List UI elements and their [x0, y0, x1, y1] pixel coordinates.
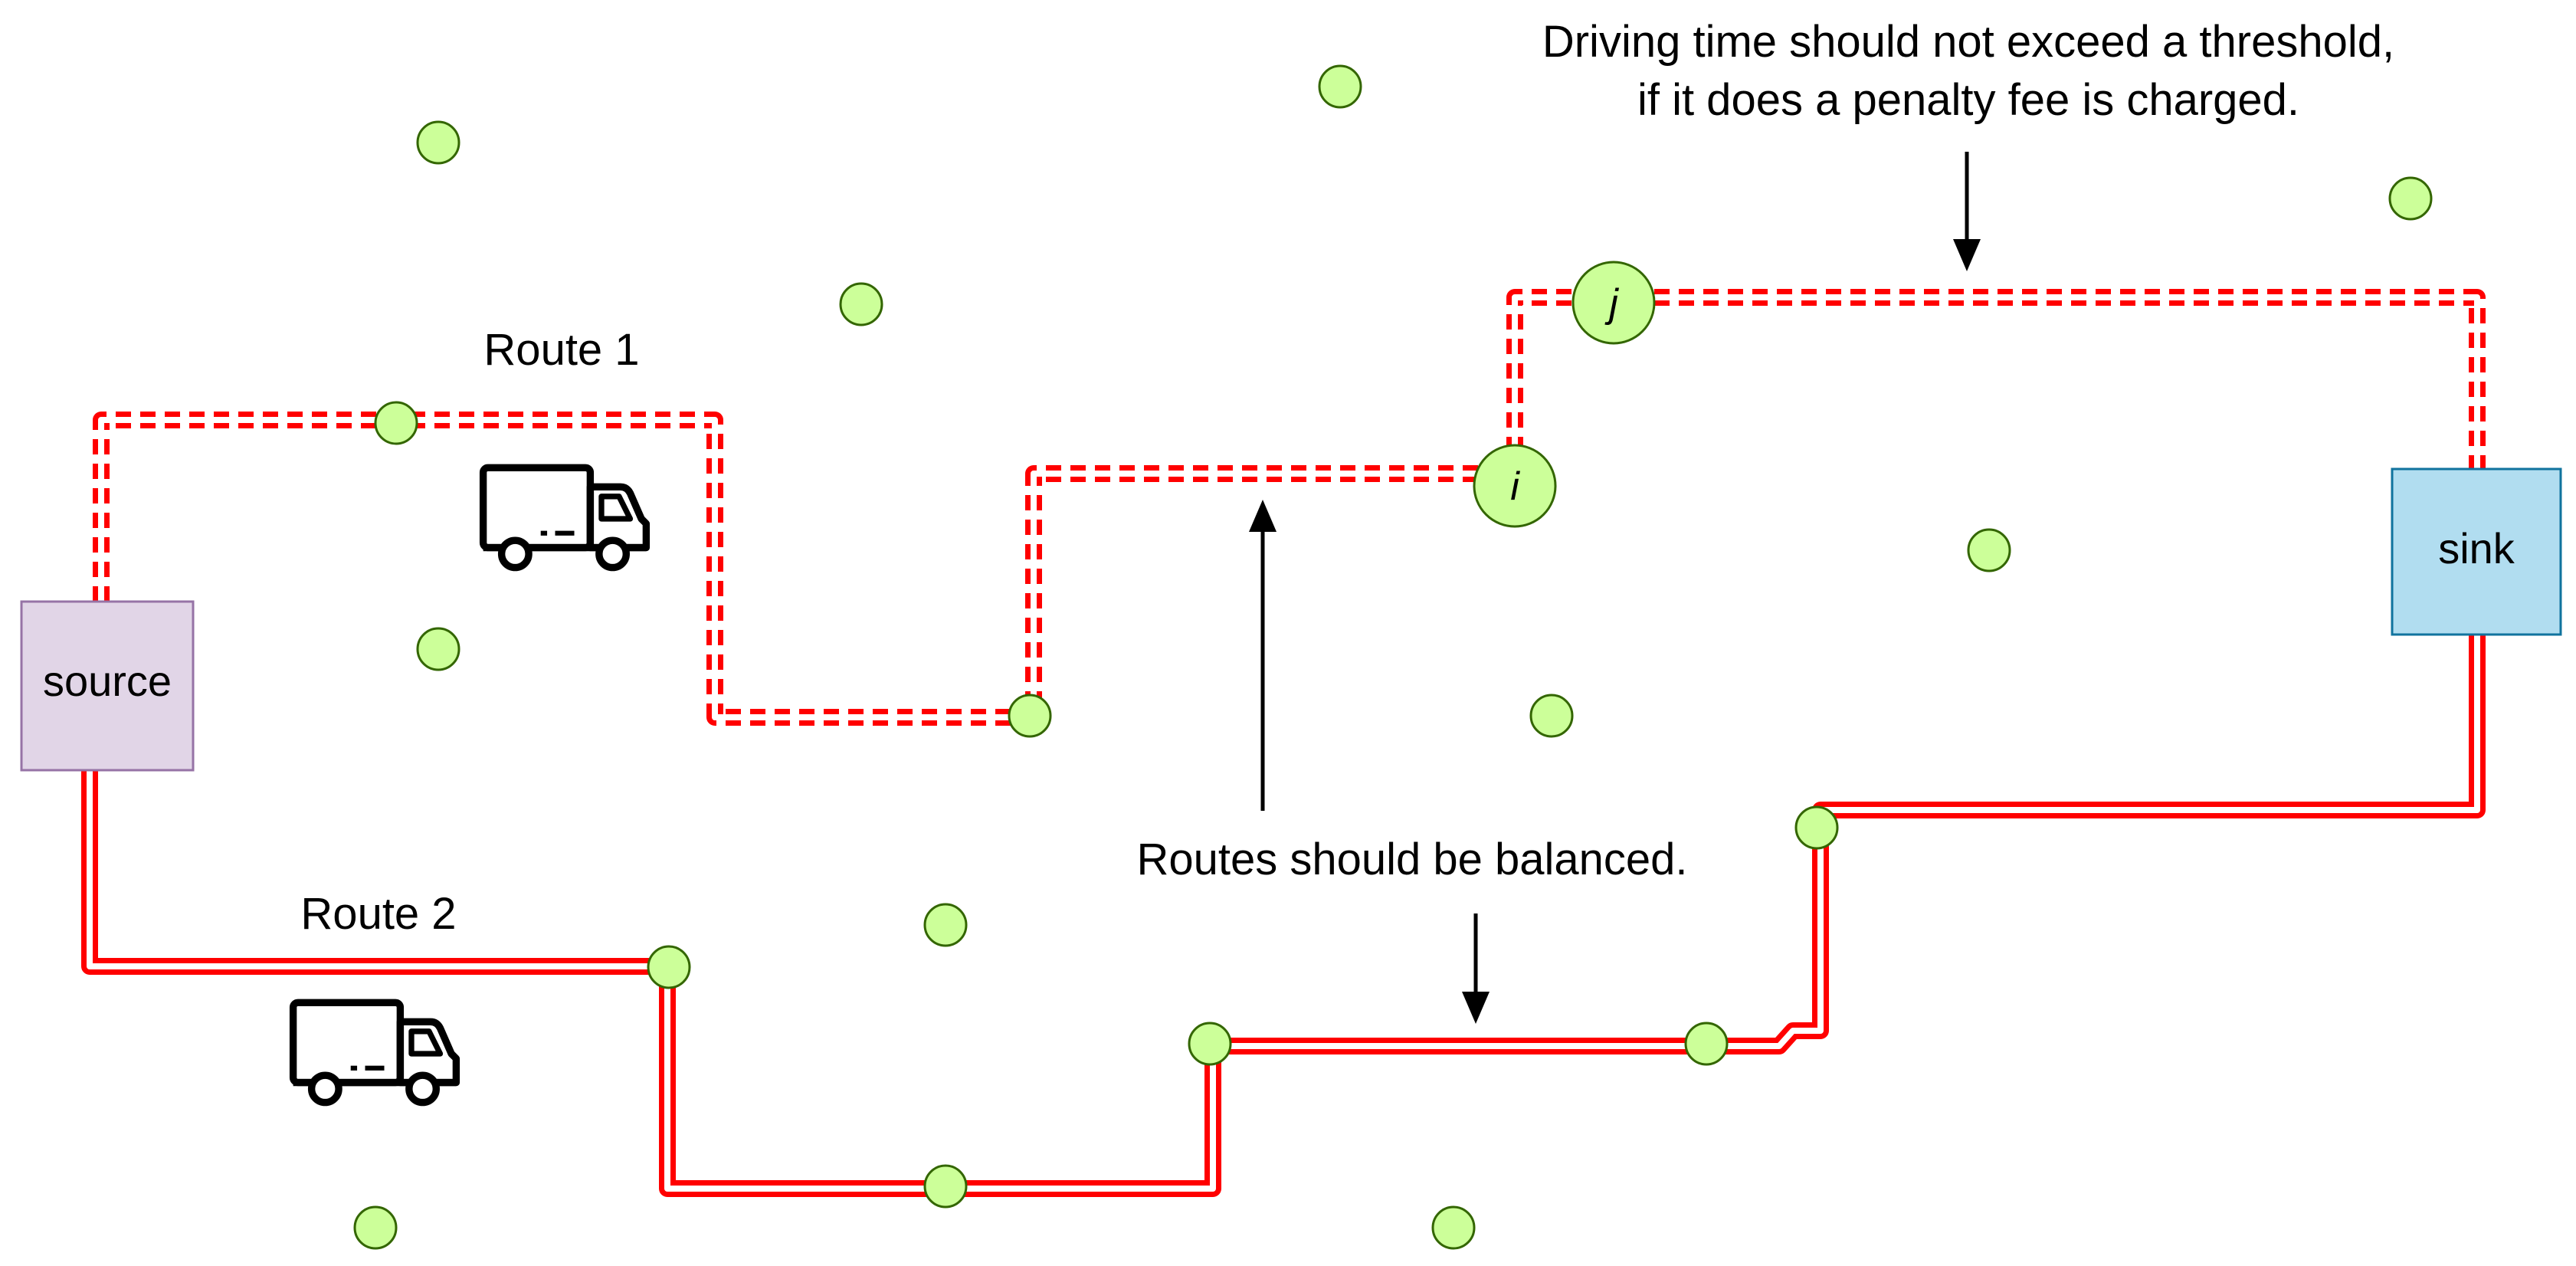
customer-node	[923, 1164, 968, 1209]
customer-node	[923, 903, 968, 947]
delivery-truck-icon	[483, 467, 647, 567]
customer-node	[647, 945, 691, 989]
arrow-down-icon	[1953, 152, 1981, 271]
node-i: i	[1473, 444, 1557, 528]
customer-node	[1684, 1022, 1729, 1066]
customer-node	[374, 401, 418, 445]
sink-label: sink	[2438, 524, 2515, 572]
customer-node	[416, 627, 460, 671]
route-1-truck	[483, 467, 647, 567]
arrow-down-icon	[1462, 913, 1490, 1024]
customer-node	[1529, 694, 1574, 738]
customer-node	[2388, 176, 2433, 221]
customer-node	[416, 120, 460, 165]
customer-node	[1008, 694, 1052, 738]
sink-depot: sink	[2391, 467, 2562, 636]
route-1-label: Route 1	[483, 325, 639, 375]
customer-node	[1318, 64, 1362, 109]
threshold-note-line-2: if it does a penalty fee is charged.	[1637, 75, 2299, 125]
customer-node	[839, 282, 883, 326]
customer-node	[1967, 528, 2011, 572]
node-j: j	[1571, 261, 1656, 345]
threshold-note-line-1: Driving time should not exceed a thresho…	[1542, 17, 2394, 67]
route-2-label: Route 2	[300, 889, 456, 939]
balanced-note: Routes should be balanced.	[1136, 835, 1687, 884]
delivery-truck-icon	[293, 1002, 457, 1102]
customer-node	[1431, 1205, 1476, 1250]
customer-node	[1794, 805, 1839, 850]
customer-node	[353, 1205, 398, 1250]
customer-node	[1188, 1022, 1232, 1066]
source-label: source	[43, 657, 172, 705]
customer-nodes	[353, 64, 2433, 1250]
arrow-up-icon	[1249, 500, 1277, 811]
route-2-truck	[293, 1002, 457, 1102]
source-depot: source	[20, 600, 195, 772]
node-i-label: i	[1510, 464, 1520, 509]
route-2-path	[81, 635, 2486, 1197]
